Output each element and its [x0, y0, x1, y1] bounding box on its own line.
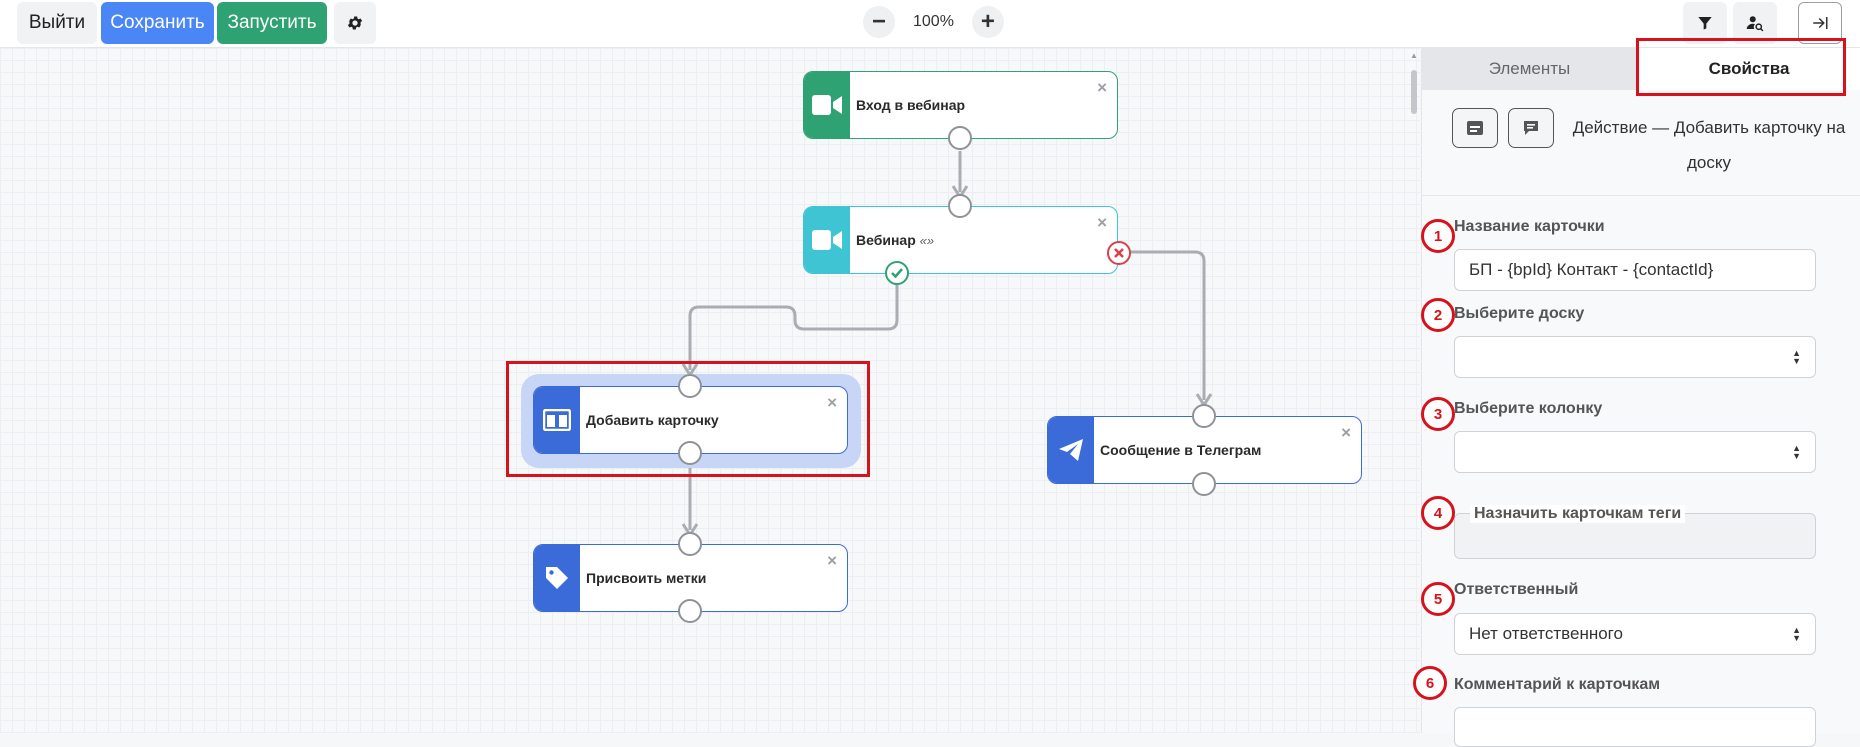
comment-view-button[interactable] [1508, 108, 1554, 148]
card-view-button[interactable] [1452, 108, 1498, 148]
close-icon[interactable]: × [827, 393, 837, 412]
node-icon-bar [804, 207, 850, 273]
annotation-number: 4 [1421, 496, 1455, 530]
save-button[interactable]: Сохранить [101, 2, 214, 44]
tab-properties[interactable]: Свойства [1637, 48, 1860, 90]
telegram-icon [1059, 439, 1083, 461]
error-x-icon [1114, 248, 1124, 258]
board-select[interactable]: ▲▼ [1454, 336, 1816, 378]
node-output-port[interactable] [678, 599, 702, 623]
board-label: Выберите доску [1454, 305, 1585, 322]
node-output-port[interactable] [948, 126, 972, 150]
collapse-panel-button[interactable] [1798, 2, 1842, 44]
annotation-number: 5 [1421, 582, 1455, 616]
node-title: Присвоить метки [586, 570, 707, 586]
check-icon [891, 268, 903, 279]
annotation-frame-node [506, 361, 870, 477]
node-title: Сообщение в Телеграм [1100, 442, 1262, 458]
responsible-select[interactable]: Нет ответственного ▲▼ [1454, 613, 1816, 655]
comment-input[interactable] [1454, 707, 1816, 747]
annotation-frame-tab [1636, 38, 1846, 96]
comment-icon [1524, 121, 1538, 135]
zoom-level: 100% [913, 13, 954, 30]
user-search-button[interactable] [1733, 2, 1777, 44]
tab-elements[interactable]: Элементы [1422, 48, 1637, 90]
settings-button[interactable] [334, 2, 376, 44]
board-columns-icon [543, 409, 571, 431]
filter-icon [1698, 17, 1712, 30]
node-input-port[interactable] [678, 532, 702, 556]
node-input-port[interactable] [678, 374, 702, 398]
run-button[interactable]: Запустить [217, 2, 327, 44]
node-icon-bar [804, 72, 850, 138]
close-icon[interactable]: × [1341, 423, 1351, 442]
zoom-out-button[interactable]: − [863, 6, 895, 38]
properties-panel: Элементы Свойства Действие — Добавить ка… [1413, 38, 1860, 747]
column-select[interactable]: ▲▼ [1454, 431, 1816, 473]
card-name-label: Название карточки [1454, 218, 1605, 235]
close-icon[interactable]: × [1097, 213, 1107, 232]
tag-icon [546, 567, 568, 589]
exit-button[interactable]: Выйти [17, 2, 97, 44]
canvas-scrollbar[interactable]: ▲ [1410, 52, 1418, 732]
tags-label: Назначить карточкам теги [1470, 505, 1686, 523]
collapse-right-icon [1813, 17, 1828, 29]
node-icon-bar [534, 545, 580, 611]
video-camera-icon [812, 230, 842, 250]
node-icon-bar [534, 387, 580, 453]
scrollbar-thumb[interactable] [1411, 70, 1417, 114]
filter-button[interactable] [1683, 2, 1727, 44]
card-name-input[interactable]: БП - {bpId} Контакт - {contactId} [1454, 249, 1816, 291]
success-output-port[interactable] [885, 261, 909, 285]
gear-icon [347, 16, 363, 30]
node-title: Вход в вебинар [856, 97, 966, 113]
action-header: Действие — Добавить карточку на доску [1422, 90, 1860, 196]
node-output-port[interactable] [1192, 472, 1216, 496]
node-output-port[interactable] [678, 441, 702, 465]
node-input-port[interactable] [948, 194, 972, 218]
responsible-label: Ответственный [1454, 581, 1579, 598]
card-icon [1467, 121, 1483, 135]
node-title-text: Вебинар [856, 232, 916, 248]
comment-label: Комментарий к карточкам [1454, 676, 1661, 693]
node-input-port[interactable] [1192, 404, 1216, 428]
close-icon[interactable]: × [827, 551, 837, 570]
node-icon-bar [1048, 417, 1094, 483]
node-title: Вебинар «» [856, 232, 934, 248]
action-title: Действие — Добавить карточку на доску [1572, 118, 1846, 172]
select-arrows-icon: ▲▼ [1792, 348, 1801, 366]
zoom-control: − 100% + [863, 6, 1004, 38]
error-output-port[interactable] [1107, 241, 1131, 265]
close-icon[interactable]: × [1097, 78, 1107, 97]
select-arrows-icon: ▲▼ [1792, 443, 1801, 461]
annotation-number: 6 [1413, 666, 1447, 700]
select-arrows-icon: ▲▼ [1792, 625, 1801, 643]
user-search-icon [1746, 16, 1764, 32]
responsible-select-value: Нет ответственного [1469, 624, 1623, 643]
annotation-number: 2 [1421, 298, 1455, 332]
top-toolbar: Выйти Сохранить Запустить − 100% + [0, 0, 1860, 48]
node-title: Добавить карточку [586, 412, 719, 428]
video-camera-icon [812, 95, 842, 115]
annotation-number: 3 [1421, 397, 1455, 431]
column-label: Выберите колонку [1454, 400, 1603, 417]
annotation-number: 1 [1421, 219, 1455, 253]
panel-tabs: Элементы Свойства [1422, 48, 1860, 90]
zoom-in-button[interactable]: + [971, 6, 1004, 38]
scroll-up-icon[interactable]: ▲ [1410, 51, 1418, 60]
node-subtitle: «» [919, 233, 935, 248]
